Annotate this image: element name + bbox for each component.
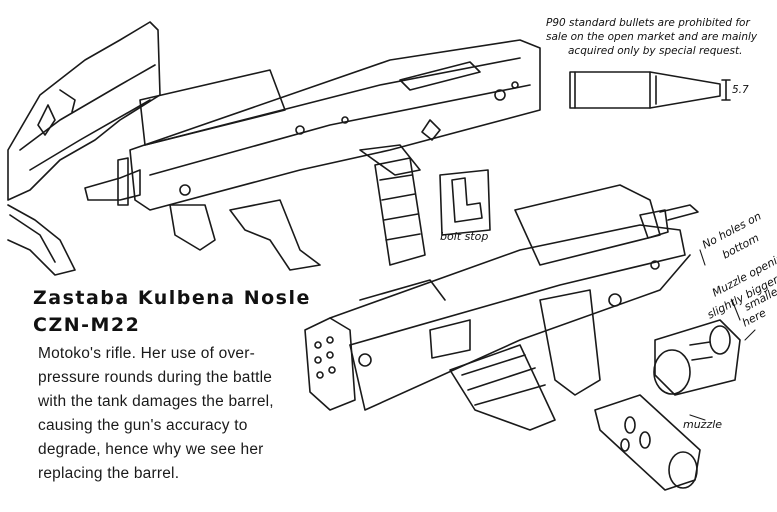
weapon-model: CZN-M22 [33, 314, 141, 336]
weapon-name: Zastaba Kulbena Nosle [33, 287, 311, 309]
description-line-1: Motoko's rifle. Her use of over- [38, 345, 255, 362]
description-line-3: with the tank damages the barrel, [38, 393, 274, 410]
bolt-stop-label: bolt stop [440, 230, 489, 243]
upper-rifle-sketch [84, 39, 541, 271]
bullet-note-line-2: sale on the open market and are mainly [546, 31, 758, 43]
bullet-note-line-1: P90 standard bullets are prohibited for [546, 17, 750, 29]
bullet-sketch [569, 71, 731, 109]
bullet-caliber-label: 5.7 [732, 84, 749, 96]
description-line-5: degrade, hence why we see her [38, 441, 264, 458]
description-line-2: pressure rounds during the battle [38, 369, 273, 386]
lower-rifle-sketch [304, 184, 699, 431]
annotation-pointers [689, 249, 756, 421]
bullet-note-line-3: acquired only by special request. [568, 45, 743, 57]
bolt-stop-detail [439, 169, 491, 236]
description-line-6: replacing the barrel. [38, 465, 180, 482]
muzzle-label: muzzle [683, 418, 723, 431]
muzzle-sketch [594, 319, 741, 491]
description-line-4: causing the gun's accuracy to [38, 417, 248, 434]
partial-rifle-sketch [7, 21, 161, 276]
